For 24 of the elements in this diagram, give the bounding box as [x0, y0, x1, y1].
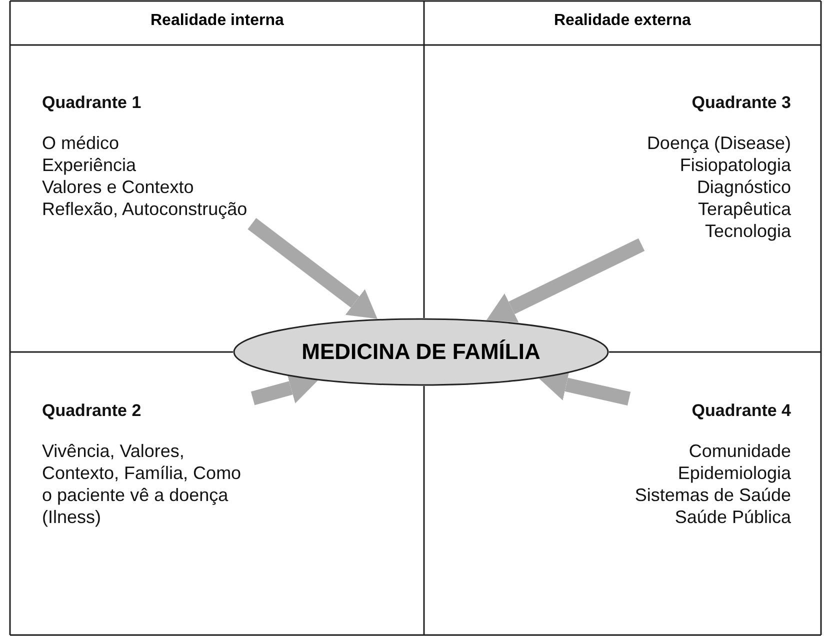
quadrant-text: Doença (Disease) [646, 132, 791, 154]
quadrant-text: Diagnóstico [696, 176, 791, 198]
quadrant-heading: Quadrante 3 [690, 92, 791, 114]
quadrant-text: O médico [42, 132, 120, 154]
quadrant-text: Comunidade [688, 440, 791, 462]
ellipse-node [233, 318, 609, 386]
node-label: MEDICINA DE FAMÍLIA [300, 339, 542, 365]
arrow [248, 218, 378, 319]
arrow [486, 238, 645, 322]
quadrant-text: Valores e Contexto [42, 176, 195, 198]
quadrant-text: Fisiopatologia [678, 154, 791, 176]
quadrant-text: Tecnologia [704, 220, 791, 242]
quadrant-text: Sistemas de Saúde [634, 484, 791, 506]
quadrant-text: Experiência [42, 154, 138, 176]
quadrant-text: Terapêutica [696, 198, 791, 220]
column-header: Realidade externa [554, 12, 691, 30]
quadrant-text: Reflexão, Autoconstrução [42, 198, 248, 220]
quadrant-heading: Quadrante 1 [42, 92, 142, 114]
quadrant-heading: Quadrante 4 [690, 400, 791, 422]
quadrant-text: Epidemiologia [676, 462, 791, 484]
quadrant-text: Vivência, Valores, Contexto, Família, Como o paciente vê a doença (Ilness) [42, 440, 242, 528]
quadrant-heading: Quadrante 2 [42, 400, 142, 422]
quadrant-text: Saúde Pública [674, 506, 791, 528]
column-header: Realidade interna [150, 12, 284, 30]
